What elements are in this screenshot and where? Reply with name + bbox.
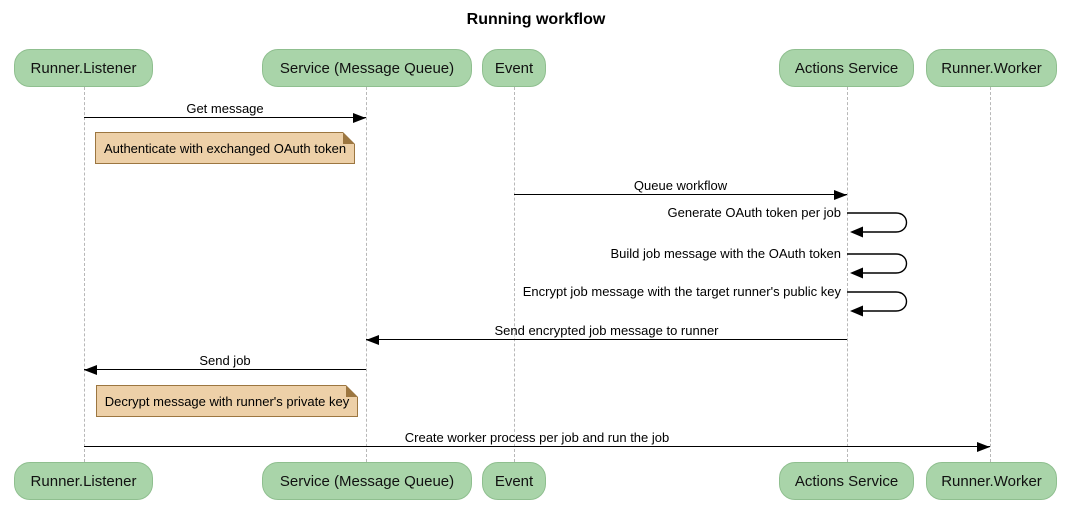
message-label-send-encrypted: Send encrypted job message to runner <box>494 323 719 338</box>
message-line-get-message <box>84 117 366 118</box>
actor-top-runner-listener: Runner.Listener <box>14 49 153 87</box>
arrowhead-icon <box>366 335 379 345</box>
actor-bottom-runner-listener: Runner.Listener <box>14 462 153 500</box>
actor-bottom-service-message-queue: Service (Message Queue) <box>262 462 472 500</box>
lifeline-runner-listener <box>84 87 85 462</box>
message-label-send-job: Send job <box>199 353 251 368</box>
note-fold-icon <box>332 132 355 144</box>
message-line-queue-workflow <box>514 194 847 195</box>
note-decrypt: Decrypt message with runner's private ke… <box>96 385 358 417</box>
actor-top-event: Event <box>482 49 546 87</box>
message-label-get-message: Get message <box>186 101 264 116</box>
note-text: Decrypt message with runner's private ke… <box>104 393 350 409</box>
message-label-queue-workflow: Queue workflow <box>633 178 728 193</box>
arrowhead-icon <box>834 190 847 200</box>
message-line-create-worker <box>84 446 990 447</box>
message-line-send-encrypted <box>366 339 847 340</box>
message-label-generate-oauth-token: Generate OAuth token per job <box>667 205 841 220</box>
note-fold-icon <box>335 385 358 397</box>
actor-top-actions-service: Actions Service <box>779 49 914 87</box>
note-text: Authenticate with exchanged OAuth token <box>103 140 347 156</box>
arrowhead-icon <box>353 113 366 123</box>
actor-bottom-runner-worker: Runner.Worker <box>926 462 1057 500</box>
lifeline-event <box>514 87 515 462</box>
message-label-create-worker: Create worker process per job and run th… <box>404 430 670 445</box>
self-loop-arrow-icon <box>847 291 908 317</box>
arrowhead-icon <box>84 365 97 375</box>
diagram-title: Running workflow <box>466 11 606 28</box>
lifeline-service-message-queue <box>366 87 367 462</box>
lifeline-runner-worker <box>990 87 991 462</box>
self-loop-arrow-icon <box>847 212 908 238</box>
arrowhead-icon <box>977 442 990 452</box>
message-label-build-job-message: Build job message with the OAuth token <box>610 246 841 261</box>
self-loop-arrow-icon <box>847 253 908 279</box>
message-line-send-job <box>84 369 366 370</box>
lifeline-actions-service <box>847 87 848 462</box>
actor-top-runner-worker: Runner.Worker <box>926 49 1057 87</box>
note-authenticate: Authenticate with exchanged OAuth token <box>95 132 355 164</box>
actor-top-service-message-queue: Service (Message Queue) <box>262 49 472 87</box>
message-label-encrypt-job-message: Encrypt job message with the target runn… <box>522 284 841 299</box>
actor-bottom-actions-service: Actions Service <box>779 462 914 500</box>
actor-bottom-event: Event <box>482 462 546 500</box>
